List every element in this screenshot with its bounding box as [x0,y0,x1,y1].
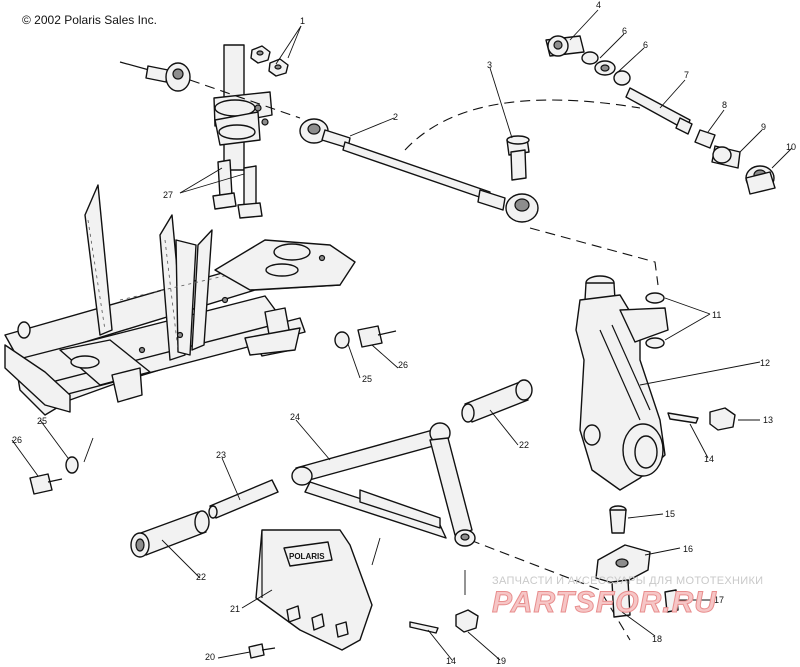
washer-and-bolt-right [334,325,397,349]
hex-bolt [611,579,631,618]
callout-22a: 22 [519,440,529,450]
callout-3: 3 [487,60,492,70]
pivot-bushing [461,379,533,423]
callout-25b: 25 [37,416,47,426]
callout-9: 9 [761,122,766,132]
callout-14a: 14 [704,454,714,464]
guard-bolt [248,643,276,659]
assembly-path-arm [469,539,631,641]
watermark: ЗАПЧАСТИ И АКСЕССУАРЫ ДЛЯ МОТОТЕХНИКИ PA… [492,575,764,620]
callout-26a: 26 [398,360,408,370]
callout-8: 8 [722,100,727,110]
callout-6b: 6 [643,40,648,50]
steering-knuckle [575,275,669,491]
washer-and-bolt-left [29,456,79,495]
callout-17: 17 [714,595,724,605]
cotter-pin-lower [409,621,439,634]
pivot-bushing [130,510,210,558]
callout-27: 27 [163,190,173,200]
hex-bolt [664,589,679,613]
callout-1: 1 [300,16,305,26]
callout-16: 16 [683,544,693,554]
callout-18: 18 [652,634,662,644]
callout-22b: 22 [196,572,206,582]
copyright-text: © 2002 Polaris Sales Inc. [22,13,157,27]
assembly-path-arc [404,99,641,151]
cotter-pin [667,412,699,424]
callout-4: 4 [596,0,601,10]
assembly-path-rod [189,79,301,119]
lock-nuts [250,45,289,77]
callout-25a: 25 [362,374,372,384]
sleeve [208,479,279,519]
castle-nut [709,407,736,431]
callout-21: 21 [230,604,240,614]
bolts [212,159,263,219]
callout-2: 2 [393,112,398,122]
vehicle-frame [4,184,356,416]
callout-12: 12 [760,358,770,368]
left-tie-rod-end [119,61,191,92]
callout-20: 20 [205,652,215,662]
callout-23: 23 [216,450,226,460]
assembly-path-knuckle [529,227,659,286]
leader-lines [11,9,793,661]
callout-6a: 6 [622,26,627,36]
callout-19: 19 [496,656,506,666]
callout-26b: 26 [12,435,22,445]
watermark-site: PARTSFOR.RU [492,586,717,619]
callout-10: 10 [786,142,796,152]
a-arm-guard: POLARIS [255,529,373,651]
callout-11: 11 [712,310,721,320]
castle-nut-lower [455,609,479,633]
pivot-bolt [506,135,530,181]
ball-stud [609,505,627,534]
callout-13: 13 [763,415,773,425]
tie-rod-assembly [545,35,776,195]
callout-15: 15 [665,509,675,519]
washer [645,337,665,349]
a-arm [291,422,476,547]
watermark-tagline: ЗАПЧАСТИ И АКСЕССУАРЫ ДЛЯ МОТОТЕХНИКИ [492,575,763,587]
callout-24: 24 [290,412,300,422]
tie-rod [299,118,539,223]
callout-14b: 14 [446,656,456,666]
steering-post [213,44,273,171]
washer [645,292,665,304]
callout-7: 7 [684,70,689,80]
callout-numbers: 1 2 3 4 6 6 7 8 9 10 11 12 13 14 15 16 1… [12,0,796,666]
guard-brand-label: POLARIS [289,552,325,561]
